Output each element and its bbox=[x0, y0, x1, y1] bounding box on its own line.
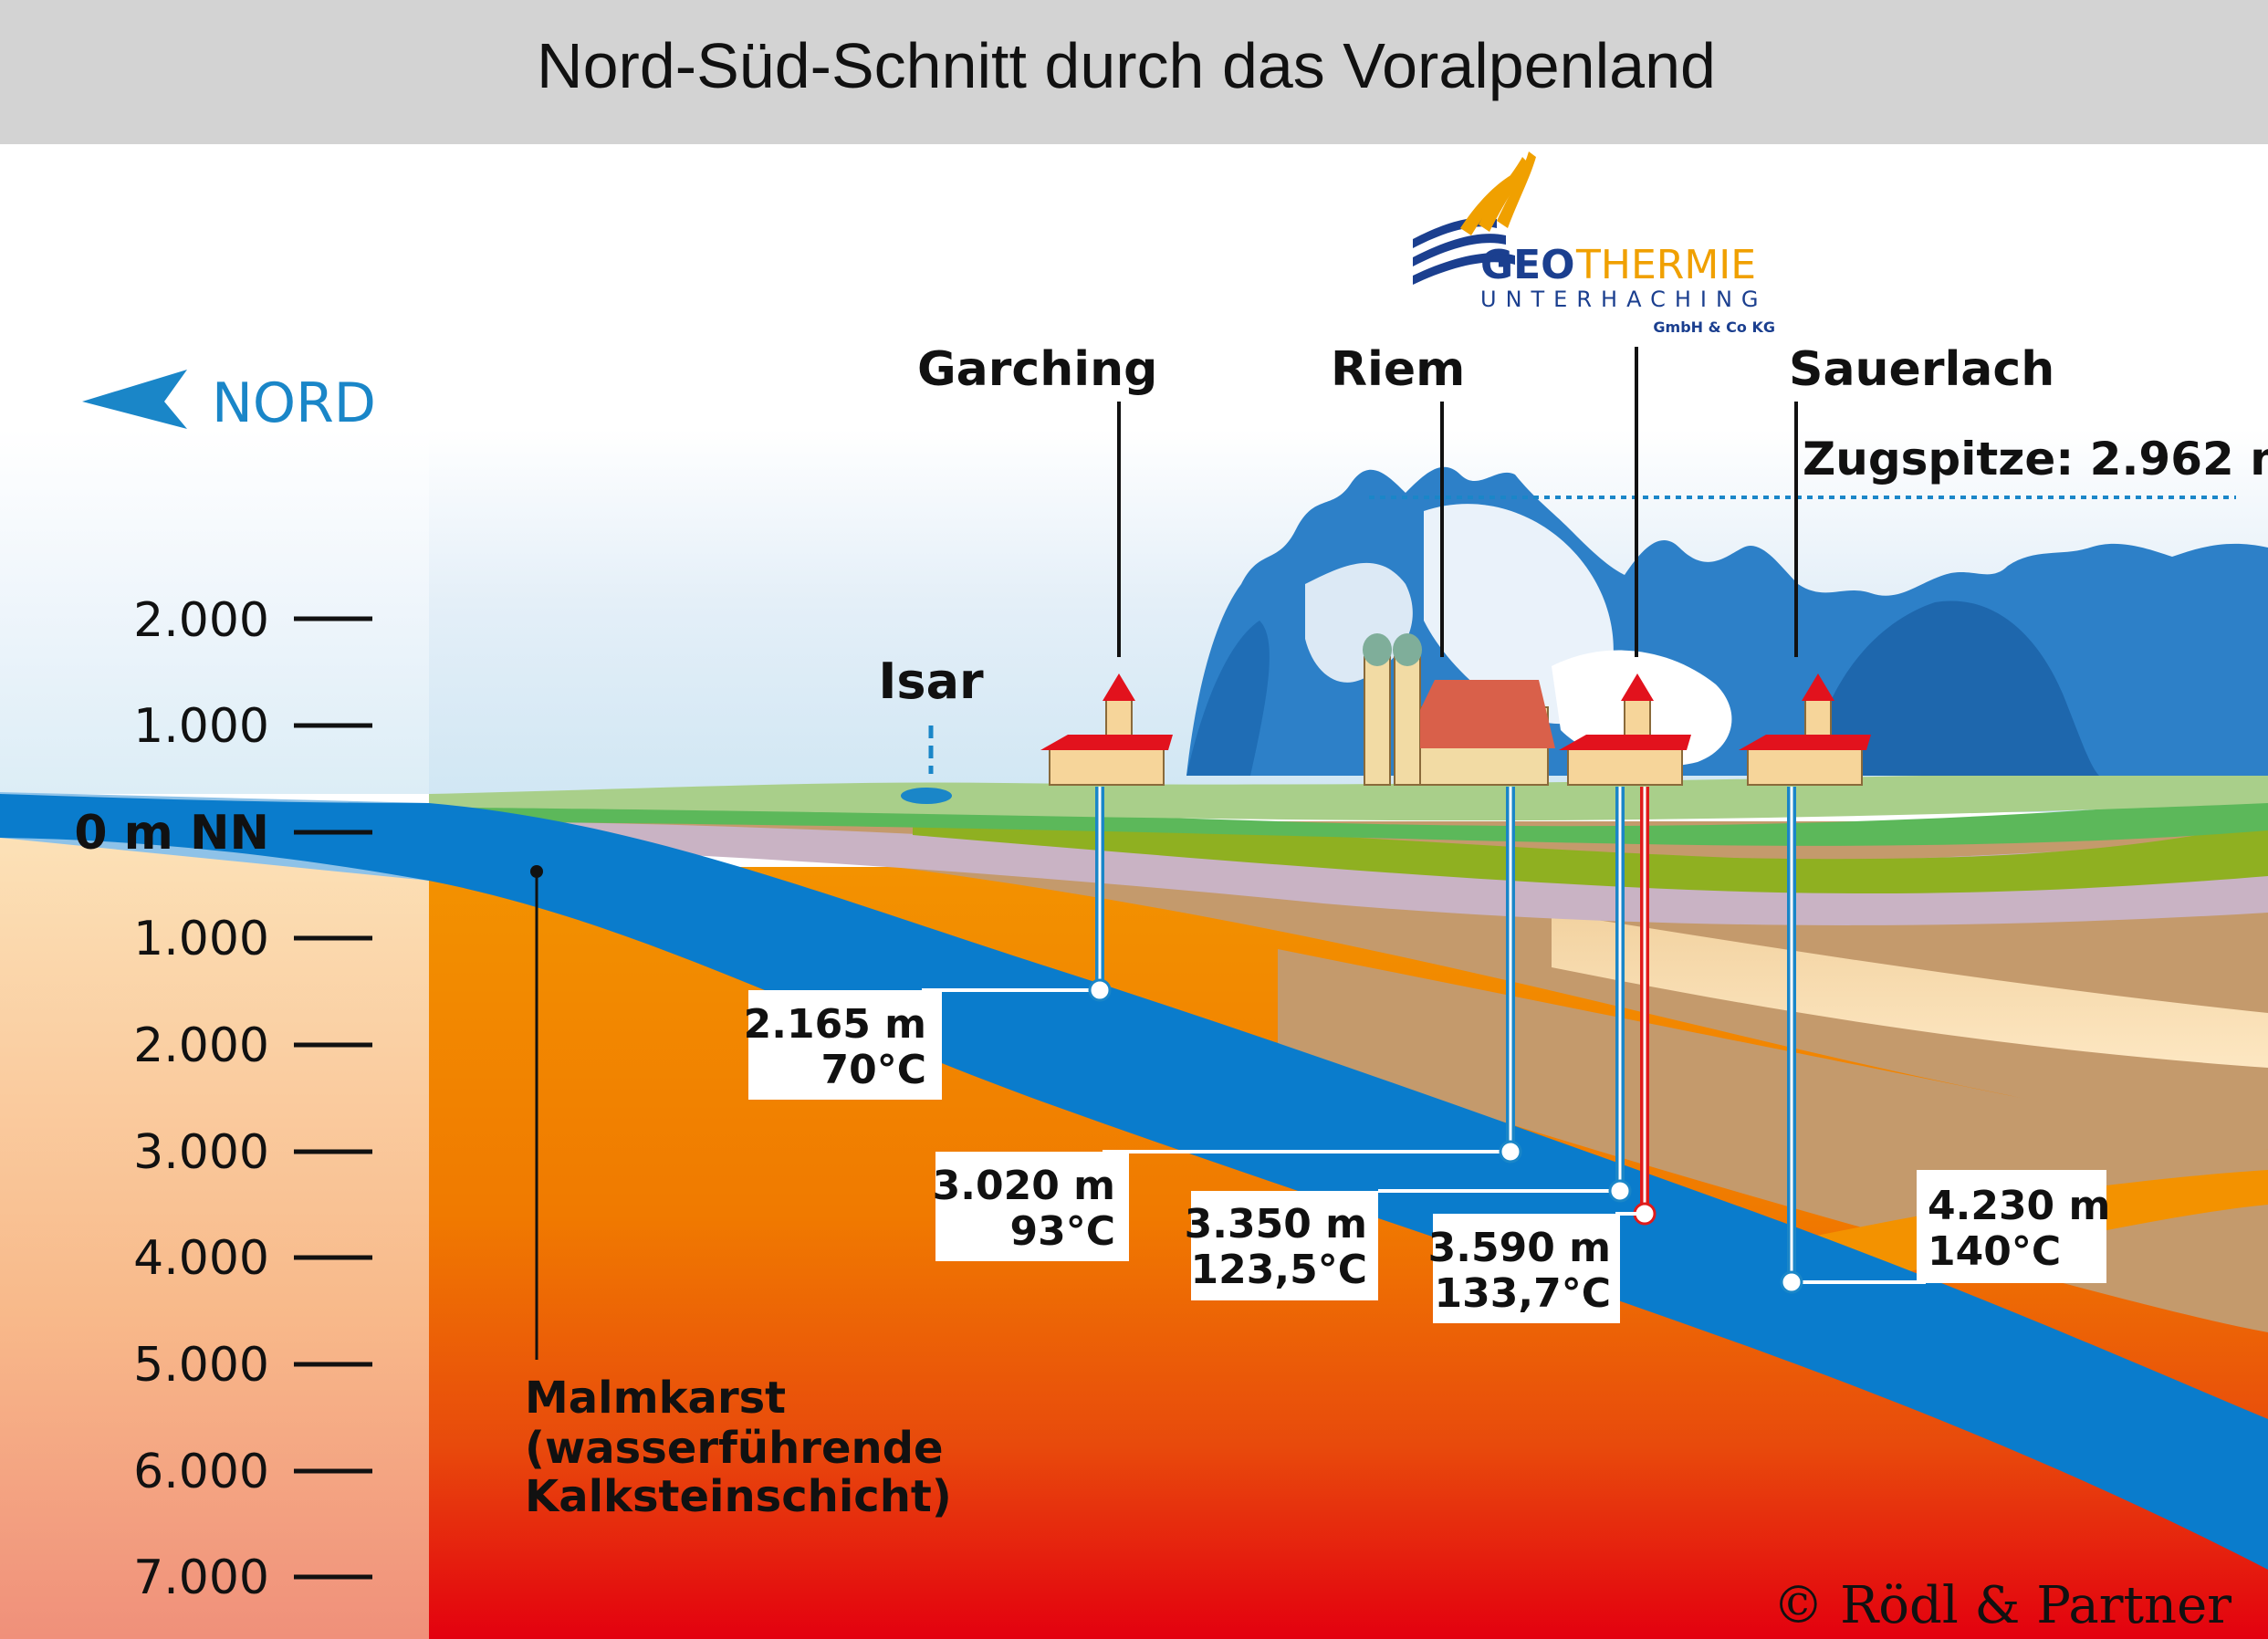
well-temp-garching: 70°C bbox=[820, 1047, 926, 1093]
well-box-garching bbox=[748, 990, 942, 1100]
copyright: © Rödl & Partner bbox=[1772, 1576, 2231, 1635]
alps-shade-right bbox=[1807, 600, 2099, 776]
riem-church-dome-left bbox=[1363, 633, 1392, 666]
unterhaching-house-roof bbox=[1559, 735, 1691, 750]
sauerlach-group: Sauerlach 4.230 m 140°C bbox=[1739, 342, 2110, 1294]
scale-label-7: 5.000 bbox=[133, 1338, 269, 1393]
north-label: NORD bbox=[212, 371, 376, 435]
isar-river bbox=[901, 788, 952, 804]
riem-church-tower-left bbox=[1364, 656, 1391, 786]
alps-shade bbox=[1186, 621, 1270, 776]
riem-church-dome-right bbox=[1393, 633, 1422, 666]
well-box-sauerlach bbox=[1917, 1170, 2106, 1283]
unterhaching-group: 3.350 m 123,5°C 3.590 m 133,7°C bbox=[1185, 347, 1691, 1323]
riem-church-roof bbox=[1420, 680, 1555, 748]
scale-label-3: 1.000 bbox=[133, 912, 269, 966]
well-temp-unterhaching-1: 123,5°C bbox=[1191, 1247, 1367, 1293]
geothermie-logo: GEO THERMIE UNTERHACHING GmbH & Co KG bbox=[1413, 151, 1775, 336]
well-temp-riem: 93°C bbox=[1009, 1208, 1115, 1255]
garching-well-end bbox=[1088, 978, 1112, 1002]
well-depth-sauerlach: 4.230 m bbox=[1928, 1183, 2110, 1229]
well-depth-unterhaching-1: 3.350 m bbox=[1185, 1201, 1367, 1248]
logo-geo: GEO bbox=[1480, 242, 1575, 288]
mauve-layer bbox=[429, 821, 2268, 925]
malmkarst-line1: Malmkarst bbox=[525, 1373, 786, 1424]
logo-company: GmbH & Co KG bbox=[1653, 318, 1775, 336]
town-label-riem: Riem bbox=[1331, 342, 1465, 397]
malmkarst-annotation: Malmkarst (wasserführende Kalksteinschic… bbox=[525, 865, 952, 1522]
garching-house bbox=[1049, 747, 1165, 786]
sauerlach-house bbox=[1747, 747, 1863, 786]
garching-tower-roof bbox=[1103, 673, 1135, 701]
town-label-garching: Garching bbox=[917, 342, 1157, 397]
riem-church-tower-right bbox=[1394, 656, 1421, 786]
garching-group: Garching 2.165 m 70°C bbox=[744, 342, 1173, 1100]
sauerlach-well-end bbox=[1780, 1270, 1803, 1294]
title-bar bbox=[0, 0, 2268, 144]
malmkarst-line3: Kalksteinschicht) bbox=[525, 1471, 952, 1522]
well-temp-unterhaching-2: 133,7°C bbox=[1435, 1270, 1611, 1317]
scale-column-sky bbox=[0, 429, 429, 794]
sauerlach-house-roof bbox=[1739, 735, 1871, 750]
unterhaching-house bbox=[1567, 747, 1683, 786]
green-layer bbox=[429, 796, 2268, 846]
logo-thermie: THERMIE bbox=[1575, 242, 1756, 288]
scale-label-4: 2.000 bbox=[133, 1018, 269, 1073]
sauerlach-tower-roof bbox=[1802, 673, 1834, 701]
scale-label-8: 6.000 bbox=[133, 1445, 269, 1499]
depth-scale: 2.000 1.000 0 m NN 1.000 2.000 3.000 4.0… bbox=[74, 593, 372, 1605]
scale-label-0: 2.000 bbox=[133, 593, 269, 648]
scale-label-9: 7.000 bbox=[133, 1550, 269, 1605]
well-depth-riem: 3.020 m bbox=[933, 1163, 1115, 1209]
scale-label-1: 1.000 bbox=[133, 699, 269, 754]
well-depth-garching: 2.165 m bbox=[744, 1001, 926, 1048]
zugspitze-label: Zugspitze: 2.962 m bbox=[1803, 433, 2268, 485]
scale-column-earth bbox=[0, 826, 429, 1639]
scale-label-2: 0 m NN bbox=[74, 806, 269, 861]
north-arrow-icon bbox=[82, 370, 187, 429]
well-box-unterhaching-1 bbox=[1191, 1191, 1378, 1300]
unterhaching-tower-roof bbox=[1621, 673, 1654, 701]
well-box-unterhaching-2 bbox=[1433, 1214, 1620, 1323]
town-label-sauerlach: Sauerlach bbox=[1789, 342, 2054, 397]
beige-layer bbox=[1552, 913, 2268, 1068]
scale-label-5: 3.000 bbox=[133, 1125, 269, 1180]
isar-label: Isar bbox=[878, 652, 984, 710]
logo-sub: UNTERHACHING bbox=[1480, 287, 1768, 312]
well-temp-sauerlach: 140°C bbox=[1928, 1228, 2061, 1275]
unterhaching-well-end-1 bbox=[1608, 1179, 1632, 1203]
malmkarst-line2: (wasserführende bbox=[525, 1423, 944, 1474]
garching-house-roof bbox=[1040, 735, 1173, 750]
riem-group: Riem 3.020 m 93°C bbox=[933, 342, 1555, 1261]
scale-label-6: 4.000 bbox=[133, 1231, 269, 1286]
geothermie-wave-icon bbox=[1413, 151, 1536, 285]
north-indicator: NORD bbox=[82, 370, 376, 435]
well-depth-unterhaching-2: 3.590 m bbox=[1428, 1225, 1611, 1271]
riem-well-end bbox=[1499, 1140, 1522, 1164]
well-box-riem bbox=[935, 1152, 1129, 1261]
page-title: Nord-Süd-Schnitt durch das Voralpenland bbox=[537, 30, 1716, 101]
